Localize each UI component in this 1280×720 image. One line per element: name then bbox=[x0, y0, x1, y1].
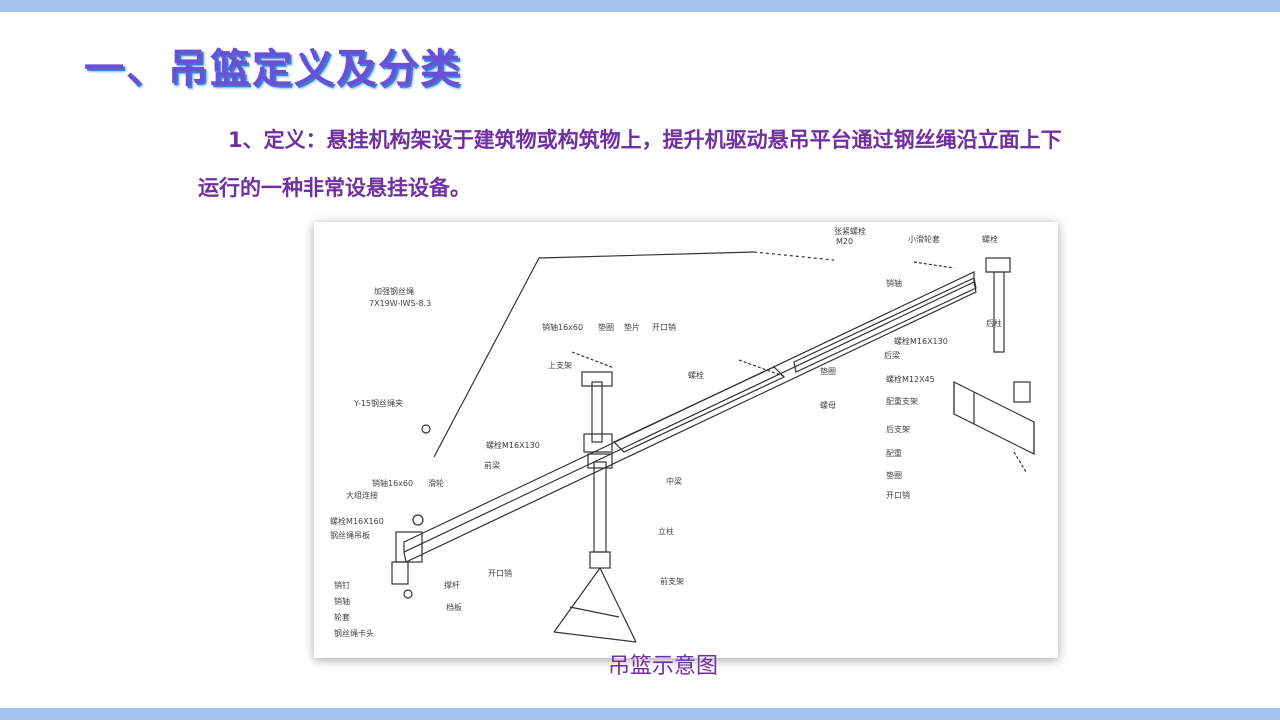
label-split-pin-a: 开口销 bbox=[652, 322, 676, 332]
label-bolt-m12: 螺栓M12X45 bbox=[886, 374, 935, 384]
label-rear-column: 后柱 bbox=[986, 318, 1002, 328]
center-a-frame-shape bbox=[553, 567, 637, 643]
rear-column-shape bbox=[993, 271, 1005, 353]
label-bolt-m16-top: 螺栓M16X130 bbox=[894, 336, 948, 346]
label-nut-top: 销轴 bbox=[886, 278, 902, 288]
label-pin-16x60-a: 销轴16x60 bbox=[542, 322, 583, 332]
label-nut-mid: 螺母 bbox=[820, 400, 836, 410]
label-mid-beam: 中梁 bbox=[666, 476, 682, 486]
label-screw: 销钉 bbox=[334, 580, 350, 590]
gondola-diagram: 加强钢丝绳 7X19W-IWS-8.3 Y-15钢丝绳夹 张紧螺栓 M20 小滑… bbox=[314, 222, 1058, 658]
rear-beam-shape bbox=[793, 277, 977, 373]
label-column: 立柱 bbox=[658, 526, 674, 536]
definition-line-1: 1、定义：悬挂机构架设于建筑物或构筑物上，提升机驱动悬吊平台通过钢丝绳沿立面上下 bbox=[228, 128, 1062, 152]
gondola-diagram-drawing: 加强钢丝绳 7X19W-IWS-8.3 Y-15钢丝绳夹 张紧螺栓 M20 小滑… bbox=[330, 226, 1035, 643]
bottom-band bbox=[0, 708, 1280, 720]
label-snap: 开口销 bbox=[488, 568, 512, 578]
mid-beam-shape bbox=[612, 366, 786, 453]
label-beam-pin: 螺栓 bbox=[982, 234, 998, 244]
label-bolt-mid: 螺栓 bbox=[688, 370, 704, 380]
label-pin-frame: 大组连接 bbox=[346, 490, 378, 500]
label-bolt-top: 张紧螺栓 bbox=[834, 226, 866, 236]
label-counterweight: 配重 bbox=[886, 448, 902, 458]
label-front-frame: 前支架 bbox=[660, 576, 684, 586]
label-rear-frame: 后支架 bbox=[886, 424, 910, 434]
counterweight-shape bbox=[1013, 381, 1031, 403]
label-split-pin-b: 开口销 bbox=[886, 490, 910, 500]
wire-rope-line bbox=[433, 251, 755, 458]
label-pin-16x60-b: 销轴16x60 bbox=[372, 478, 413, 488]
label-wire-rope: 加强钢丝绳 bbox=[374, 286, 414, 296]
label-bolt-top-spec: M20 bbox=[836, 237, 853, 246]
definition-paragraph: 1、定义：悬挂机构架设于建筑物或构筑物上，提升机驱动悬吊平台通过钢丝绳沿立面上下… bbox=[198, 116, 1198, 212]
label-stopper: 撑杆 bbox=[444, 580, 460, 590]
label-pulley: 滑轮 bbox=[428, 478, 444, 488]
label-wire-spec: 7X19W-IWS-8.3 bbox=[369, 299, 431, 308]
label-rear-beam: 后梁 bbox=[884, 350, 900, 360]
label-bolt-m16-130: 螺栓M16X130 bbox=[486, 440, 540, 450]
label-pin-axis: 销轴 bbox=[334, 596, 350, 606]
top-band bbox=[0, 0, 1280, 12]
label-bolt-m16-160: 螺栓M16X160 bbox=[330, 516, 384, 526]
label-washer-a: 垫片 bbox=[624, 322, 640, 332]
rear-frame-shape bbox=[953, 381, 1035, 455]
page-title: 一、吊篮定义及分类 bbox=[84, 46, 462, 92]
front-support-shape bbox=[581, 371, 613, 387]
definition-line-2: 运行的一种非常设悬挂设备。 bbox=[198, 176, 471, 200]
label-small-pulley: 小滑轮套 bbox=[908, 234, 940, 244]
label-lower-bolt: 垫圈 bbox=[820, 366, 836, 376]
label-shim-a: 垫圈 bbox=[598, 322, 614, 332]
front-end-shape bbox=[395, 531, 423, 563]
label-wire-rope-lock: 钢丝绳吊板 bbox=[330, 530, 370, 540]
diagram-labels: 加强钢丝绳 7X19W-IWS-8.3 Y-15钢丝绳夹 张紧螺栓 M20 小滑… bbox=[330, 226, 1002, 638]
label-plate: 档板 bbox=[446, 602, 462, 612]
label-wheel: 轮套 bbox=[334, 612, 350, 622]
main-beam-shape bbox=[403, 271, 975, 553]
label-y-clamp: Y-15钢丝绳夹 bbox=[353, 398, 403, 408]
label-front-beam: 前梁 bbox=[484, 460, 500, 470]
label-wire-clamp: 钢丝绳卡头 bbox=[334, 628, 374, 638]
label-front-support: 上支架 bbox=[548, 360, 572, 370]
center-column-shape bbox=[593, 461, 607, 553]
y-clamp-shape bbox=[421, 424, 431, 434]
label-rear-support: 配重支架 bbox=[886, 396, 918, 406]
diagram-caption: 吊篮示意图 bbox=[608, 654, 719, 679]
label-washer-b: 垫圈 bbox=[886, 470, 902, 480]
